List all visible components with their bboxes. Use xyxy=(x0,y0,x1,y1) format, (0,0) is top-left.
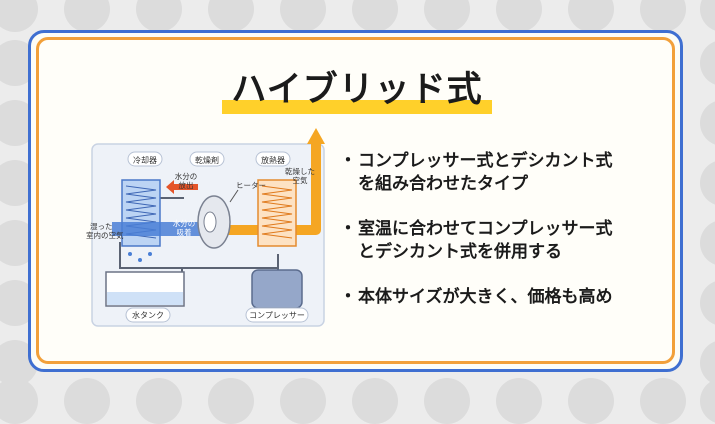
humid-air-label-2: 室内の空気 xyxy=(86,230,124,240)
background-circle xyxy=(700,280,715,326)
dry-air-arrowhead xyxy=(307,128,325,144)
background-circle xyxy=(280,0,326,32)
moisture-release-label-2: 放出 xyxy=(179,180,194,190)
dry-air-label-2: 空気 xyxy=(293,175,308,185)
desiccant-wheel-hub xyxy=(203,211,217,233)
background-circle xyxy=(700,220,715,266)
background-circle xyxy=(700,160,715,206)
tank-label: 水タンク xyxy=(132,310,164,320)
compressor-label: コンプレッサー xyxy=(249,311,305,320)
dry-air-path xyxy=(206,142,321,235)
tank-label-bg xyxy=(125,307,171,323)
radiator-label: 放熱器 xyxy=(261,155,285,165)
radiator-label-bg xyxy=(255,151,291,167)
dryer-label: 乾燥剤 xyxy=(195,155,219,165)
water-drop xyxy=(128,252,132,256)
bullet-marker: ・ xyxy=(339,219,357,239)
background-circle xyxy=(280,378,326,424)
title-block: ハイブリッド式 xyxy=(222,66,492,116)
bullet-item: ・ 本体サイズが大きく、価格も高め xyxy=(338,286,668,309)
background-circle xyxy=(700,0,715,32)
background-circle xyxy=(424,378,470,424)
background-circle xyxy=(496,0,542,32)
background-circle xyxy=(700,378,715,424)
radiator-coil xyxy=(257,179,297,247)
humid-air-arrow-body xyxy=(112,222,204,236)
background-circle xyxy=(64,378,110,424)
bullet-marker: ・ xyxy=(339,287,357,307)
background-circle xyxy=(208,0,254,32)
background-circle xyxy=(0,0,38,32)
bullet-list: ・ コンプレッサー式とデシカント式 を組み合わせたタイプ ・ 室温に合わせてコン… xyxy=(338,150,668,331)
compressor xyxy=(251,269,303,309)
slide-title: ハイブリッド式 xyxy=(231,70,483,110)
heater-pointer xyxy=(229,189,239,203)
bullet-item: ・ 室温に合わせてコンプレッサー式 とデシカント式を併用する xyxy=(338,218,668,264)
tank-water xyxy=(107,292,183,305)
background-circle xyxy=(568,0,614,32)
background-circle xyxy=(352,0,398,32)
water-drop xyxy=(148,252,152,256)
background-circle xyxy=(0,378,38,424)
background-circle xyxy=(208,378,254,424)
moisture-release-label-1: 水分の xyxy=(175,171,198,181)
background-circle xyxy=(640,0,686,32)
bullet-text: 本体サイズが大きく、価格も高め xyxy=(358,287,613,307)
background-circle xyxy=(700,340,715,386)
water-drop xyxy=(138,258,142,262)
background-circle xyxy=(136,0,182,32)
bullet-text: コンプレッサー式とデシカント式 を組み合わせたタイプ xyxy=(358,151,613,194)
background-circle xyxy=(424,0,470,32)
bullet-text: 室温に合わせてコンプレッサー式 とデシカント式を併用する xyxy=(358,219,613,262)
title-highlight xyxy=(222,100,492,114)
background-circle xyxy=(700,100,715,146)
moisture-absorb-label-2: 吸着 xyxy=(177,227,192,237)
moisture-absorb-label-1: 水分の xyxy=(173,218,196,228)
background-circle xyxy=(136,378,182,424)
bullet-marker: ・ xyxy=(339,151,357,171)
moisture-release-arrow xyxy=(166,180,198,194)
bullet-item: ・ コンプレッサー式とデシカント式 を組み合わせたタイプ xyxy=(338,150,668,196)
background-circle xyxy=(700,40,715,86)
background-circle xyxy=(352,378,398,424)
cooler-label: 冷却器 xyxy=(133,155,157,165)
humid-air-label-1: 湿った xyxy=(90,222,113,231)
background-circle xyxy=(568,378,614,424)
compressor-label-bg xyxy=(245,307,309,323)
cooler-label-bg xyxy=(127,151,163,167)
heater-label: ヒーター xyxy=(236,181,266,190)
radiator-coil-lines xyxy=(261,185,293,239)
background-circle xyxy=(496,378,542,424)
hybrid-dehumidifier-diagram: 冷却器 乾燥剤 放熱器 水タンク コンプレッサー 水分の 放出 ヒーター 乾燥し… xyxy=(86,128,325,327)
dry-air-label-1: 乾燥した xyxy=(285,166,315,176)
background-circle xyxy=(64,0,110,32)
dryer-label-bg xyxy=(189,151,225,167)
background-circle xyxy=(640,378,686,424)
